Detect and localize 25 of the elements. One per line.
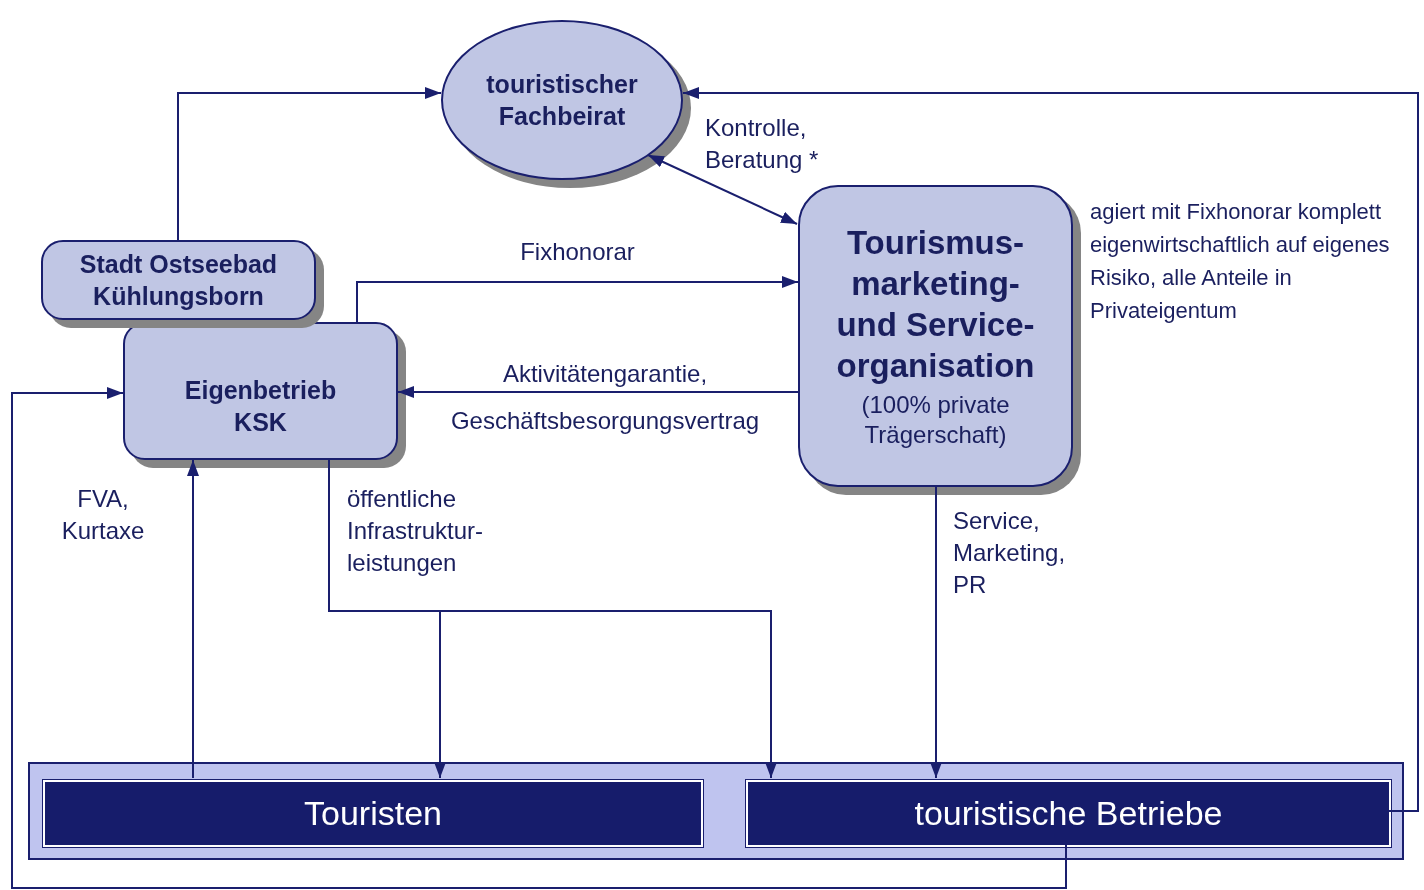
band-background <box>28 762 1404 860</box>
node-title: Stadt Ostseebad Kühlungsborn <box>78 249 279 312</box>
arrow <box>187 459 199 779</box>
bar-box <box>746 780 1391 847</box>
arrow <box>930 486 942 779</box>
arrow <box>397 386 799 398</box>
edge-label: Kontrolle, Beratung * <box>705 113 820 175</box>
node-subtitle: (100% private Trägerschaft) <box>860 390 1011 450</box>
bar-box <box>43 780 703 847</box>
node-title: Eigenbetrieb KSK <box>183 375 338 438</box>
arrow <box>11 387 1067 889</box>
annotation: FVA, Kurtaxe <box>60 484 146 546</box>
node-title: touristischer Fachbeirat <box>485 69 639 132</box>
node-title: Touristen <box>304 794 442 833</box>
node-title: Tourismus- marketing- und Service- organisation <box>835 223 1036 386</box>
side-note: agiert mit Fixhonorar komplett eigenwirtschaftlich auf eigenes Risiko, alle Anteile in Privateigentum <box>1090 198 1391 325</box>
edge-label: Aktivitätengarantie, Geschäftsbesorgungsvertrag <box>449 359 761 436</box>
node-title: touristische Betriebe <box>914 794 1223 833</box>
arrow <box>647 154 798 225</box>
edge-label: Fixhonorar <box>519 237 636 267</box>
arrow <box>682 87 1419 812</box>
edge-label: Service, Marketing, PR <box>953 506 1067 600</box>
edge-label: öffentliche Infrastruktur- leistungen <box>347 484 485 578</box>
arrow <box>356 276 799 323</box>
arrow <box>177 87 442 241</box>
